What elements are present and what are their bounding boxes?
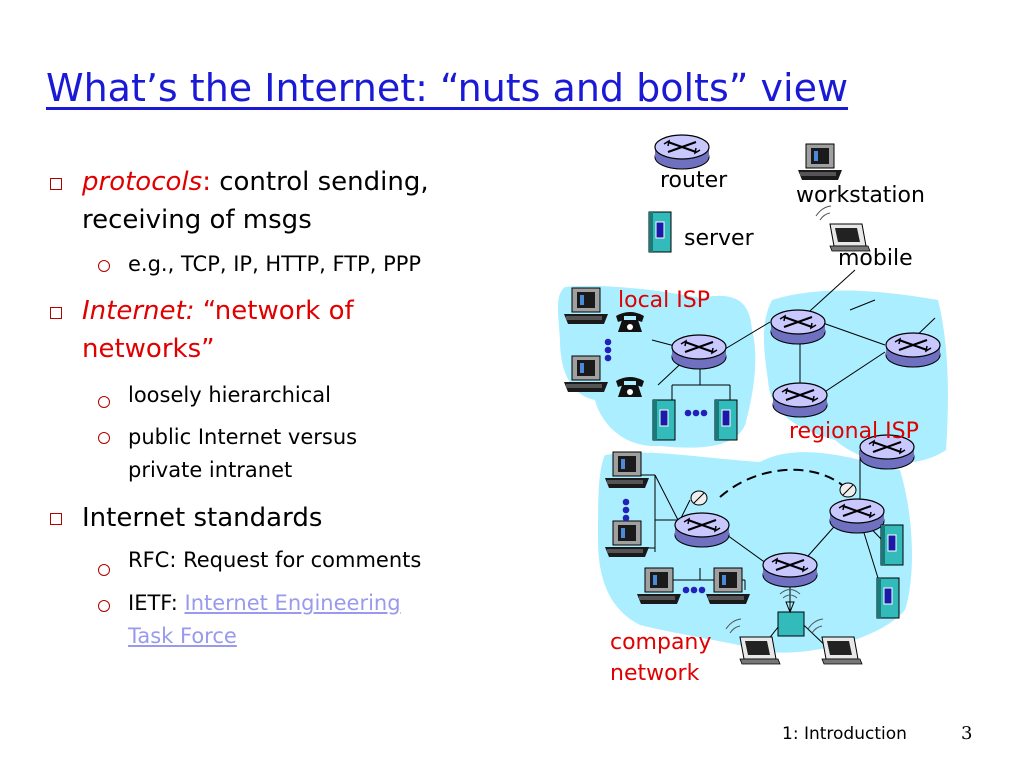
- bullet-term: Internet:: [82, 296, 195, 326]
- bullet-standards: Internet standards: [82, 503, 323, 533]
- sub-bullet-circle-icon: [98, 564, 110, 576]
- ietf-link[interactable]: Task Force: [128, 624, 237, 648]
- ietf-link[interactable]: Internet Engineering: [184, 591, 401, 615]
- footer-chapter: 1: Introduction: [782, 724, 907, 744]
- server-icon: [652, 399, 676, 441]
- dish-icon: [690, 490, 708, 506]
- bullet-quote: “network of: [194, 296, 354, 326]
- router-icon: [829, 498, 885, 534]
- router-icon: [671, 334, 727, 370]
- server-icon: [880, 524, 904, 566]
- bullet-text: control sending,: [210, 167, 429, 197]
- router-icon: [654, 134, 710, 170]
- sub-bullet-text: e.g., TCP, IP, HTTP, FTP, PPP: [128, 252, 422, 276]
- sub-bullet-circle-icon: [98, 396, 110, 408]
- router-icon: [762, 552, 818, 588]
- dish-icon: [839, 482, 857, 498]
- company-label-line: company: [610, 630, 712, 655]
- sub-bullet-circle-icon: [98, 432, 110, 444]
- router-icon: [885, 332, 941, 368]
- sub-bullet-text: loosely hierarchical: [128, 383, 332, 407]
- page-number: 3: [961, 723, 973, 744]
- server-icon: [876, 577, 900, 619]
- sub-bullet-line: private intranet: [128, 458, 293, 482]
- legend-server-label: server: [684, 226, 754, 251]
- local-isp-label: local ISP: [618, 288, 710, 313]
- sub-bullet-text: RFC: Request for comments: [128, 548, 422, 572]
- legend-mobile-label: mobile: [838, 246, 913, 271]
- local-isp-cloud: [557, 285, 756, 448]
- sub-bullet-circle-icon: [98, 600, 110, 612]
- slide-title: What’s the Internet: “nuts and bolts” vi…: [46, 66, 849, 110]
- wireless-access-point: [777, 611, 805, 637]
- router-icon: [770, 309, 826, 345]
- sub-bullet-ietf: IETF: Internet Engineering Task Force: [128, 587, 401, 653]
- sub-bullet-text: public Internet versus private intranet: [128, 421, 357, 487]
- bullet-protocols: protocols: control sending, receiving of…: [82, 163, 429, 239]
- router-icon: [772, 382, 828, 418]
- server-icon: [648, 211, 672, 253]
- company-network-label: company network: [610, 627, 711, 689]
- bullet-text: receiving of msgs: [82, 205, 312, 235]
- workstation-icon: [797, 143, 843, 181]
- legend-workstation-label: workstation: [796, 183, 925, 208]
- bullet-box-icon: [50, 307, 62, 319]
- legend-router-label: router: [660, 168, 728, 193]
- bullet-term: protocols: [82, 167, 203, 197]
- bullet-box-icon: [50, 178, 62, 190]
- bullet-box-icon: [50, 513, 62, 525]
- sub-bullet-circle-icon: [98, 260, 110, 272]
- bullet-internet: Internet: “network of networks”: [82, 292, 354, 368]
- company-label-line: network: [610, 661, 700, 686]
- bullet-quote: networks”: [82, 334, 215, 364]
- mobile-icon: [815, 205, 871, 252]
- bullet-term-colon: :: [202, 167, 211, 197]
- server-icon: [714, 399, 738, 441]
- sub-bullet-prefix: IETF:: [128, 591, 185, 615]
- router-icon: [674, 512, 730, 548]
- regional-isp-label: regional ISP: [789, 419, 919, 444]
- sub-bullet-line: public Internet versus: [128, 425, 358, 449]
